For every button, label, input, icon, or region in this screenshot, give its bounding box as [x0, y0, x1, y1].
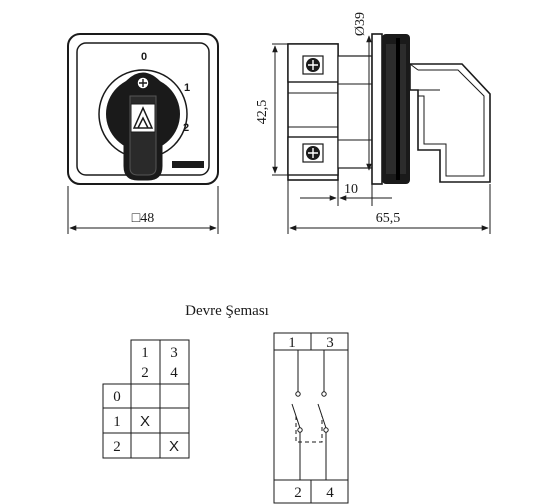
schematic-bottom-label: 2 — [294, 485, 302, 501]
width-dimension: □48 — [132, 211, 154, 226]
table-row-pos: 1 — [113, 414, 121, 430]
table-body-box — [102, 383, 190, 459]
position-label-0: 0 — [141, 51, 147, 63]
table-row-c1: X — [140, 413, 150, 430]
table-row-pos: 0 — [113, 389, 121, 405]
depth-dimension: 10 — [344, 182, 358, 197]
table-row-pos: 2 — [113, 439, 121, 455]
mechanical-link — [295, 416, 323, 443]
rating-label — [172, 161, 204, 168]
schematic-top-label: 1 — [288, 335, 296, 351]
schematic-top-label: 3 — [326, 335, 334, 351]
contact-schematic — [273, 332, 349, 504]
table-row-c2: X — [169, 438, 179, 455]
schematic-frame — [273, 332, 349, 504]
side-view: 42,5 Ø39 10 65,5 — [255, 12, 491, 234]
contact-node — [323, 427, 329, 433]
mounting-plate — [371, 33, 383, 185]
handle-profile-line — [409, 63, 419, 71]
screw-slot-icon — [139, 79, 147, 87]
contact-node — [321, 391, 327, 397]
position-label-2: 2 — [183, 122, 189, 134]
contact-node — [295, 391, 301, 397]
shaft-section — [337, 55, 373, 169]
handle-profile-inner — [418, 69, 485, 177]
table-header-cell: 1 — [141, 345, 149, 361]
schematic-bottom-label: 4 — [326, 485, 334, 501]
table-header-cell: 4 — [170, 365, 178, 381]
height-dimension: 42,5 — [255, 100, 270, 125]
position-label-1: 1 — [184, 82, 190, 94]
terminal-screw-bottom — [302, 143, 324, 163]
bezel-groove — [396, 38, 400, 180]
logo-mark-icon — [132, 106, 154, 129]
contact-node — [297, 427, 303, 433]
handle-profile — [409, 63, 491, 183]
length-dimension: 65,5 — [376, 211, 401, 226]
table-header-cell: 2 — [141, 365, 149, 381]
circuit-title: Devre Şeması — [185, 303, 269, 319]
switching-table — [102, 339, 190, 459]
diameter-dimension: Ø39 — [353, 12, 368, 36]
front-view: 0 1 2 □48 — [67, 33, 219, 234]
terminal-screw-top — [302, 55, 324, 75]
table-header-cell: 3 — [170, 345, 178, 361]
